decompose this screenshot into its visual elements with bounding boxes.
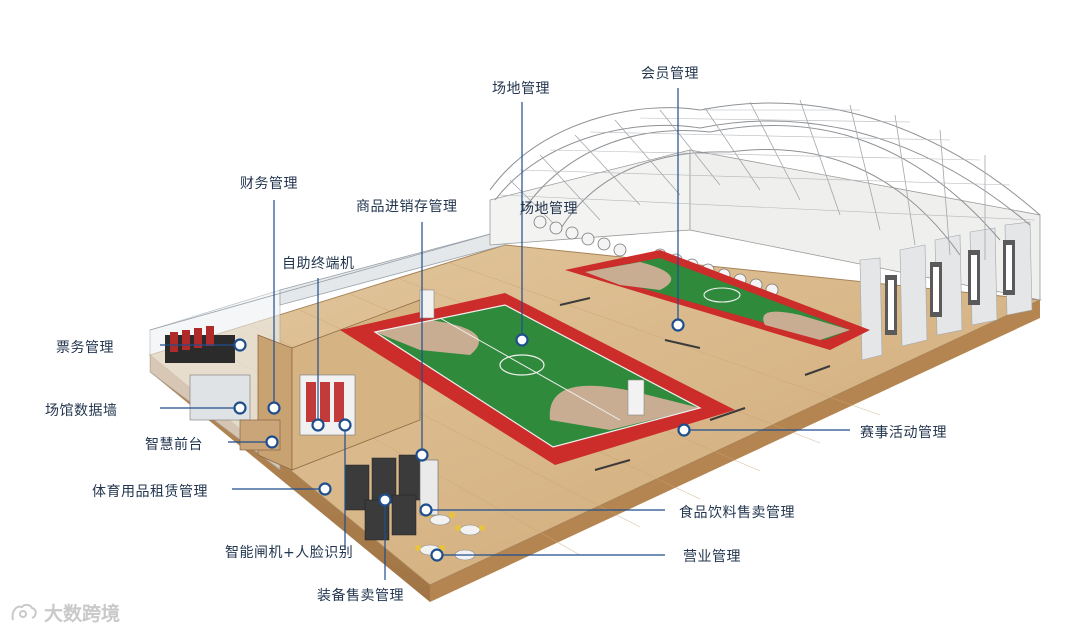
label-venue-management-2: 场地管理	[520, 198, 578, 218]
label-event-activity-management: 赛事活动管理	[860, 422, 947, 442]
label-venue-data-wall: 场馆数据墙	[45, 400, 118, 420]
label-inventory-management: 商品进销存管理	[356, 196, 458, 216]
label-sports-rental-management: 体育用品租赁管理	[92, 481, 208, 501]
watermark-text: 大数跨境	[44, 599, 120, 626]
label-equipment-sales-management: 装备售卖管理	[317, 585, 404, 605]
label-finance-management: 财务管理	[240, 173, 298, 193]
label-smart-front-desk: 智慧前台	[145, 434, 203, 454]
label-food-beverage-sales-management: 食品饮料售卖管理	[679, 502, 795, 522]
watermark: 大数跨境	[10, 599, 120, 626]
label-venue-management: 场地管理	[492, 78, 550, 98]
watermark-logo-icon	[10, 602, 38, 624]
label-gate-face-recognition: 智能闸机+人脸识别	[225, 542, 353, 562]
label-self-service-terminal: 自助终端机	[282, 253, 355, 273]
label-business-management: 营业管理	[683, 546, 741, 566]
label-member-management: 会员管理	[641, 63, 699, 83]
label-ticket-management: 票务管理	[56, 337, 114, 357]
